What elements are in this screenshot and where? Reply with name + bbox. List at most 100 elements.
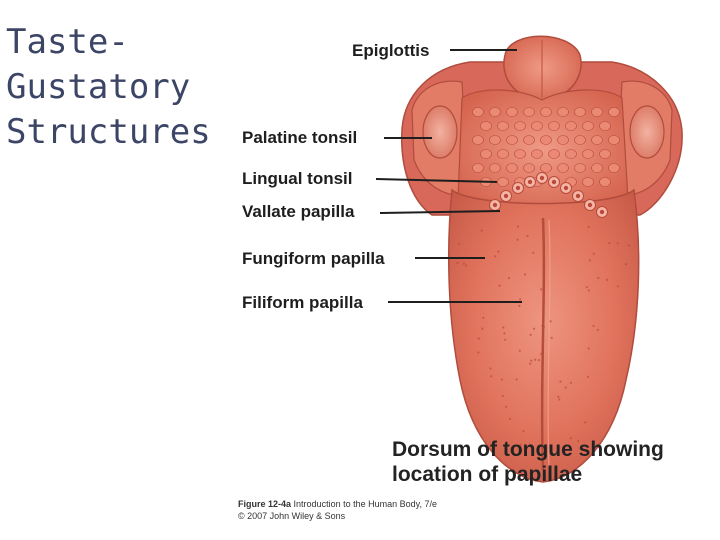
lingual-tonsil-bump xyxy=(480,121,492,131)
fungiform-dot xyxy=(500,378,503,381)
vallate-papilla-center xyxy=(527,179,533,185)
fungiform-dot xyxy=(532,251,535,254)
vallate-papilla-center xyxy=(599,209,605,215)
fungiform-dot xyxy=(557,395,560,398)
fungiform-dot xyxy=(524,273,527,276)
lingual-tonsil-bump xyxy=(506,135,518,145)
fungiform-dot xyxy=(465,264,468,267)
fungiform-dot xyxy=(458,242,461,245)
fungiform-dot xyxy=(515,378,518,381)
fungiform-dot xyxy=(526,234,529,238)
fungiform-dot xyxy=(522,430,525,433)
lingual-tonsil-bump xyxy=(574,107,586,117)
credit-line-1: Figure 12-4a Introduction to the Human B… xyxy=(238,498,437,510)
fungiform-dot xyxy=(480,229,483,232)
lingual-tonsil-bump xyxy=(557,107,569,117)
credit-figure-number: Figure 12-4a xyxy=(238,499,292,509)
lingual-tonsil-bump xyxy=(557,163,569,173)
label-palatine-tonsil: Palatine tonsil xyxy=(242,128,358,147)
lingual-tonsil-bump xyxy=(514,149,526,159)
fungiform-dot xyxy=(541,324,544,327)
fungiform-dot xyxy=(532,327,536,330)
lingual-tonsil-bump xyxy=(506,107,518,117)
lingual-tonsil-bump xyxy=(489,107,501,117)
credit-copyright: © 2007 John Wiley & Sons xyxy=(238,511,346,521)
fungiform-dot xyxy=(540,352,543,355)
fungiform-dot xyxy=(617,285,620,288)
leader-lingual-tonsil xyxy=(375,178,498,183)
fungiform-dot xyxy=(577,439,580,443)
fungiform-dot xyxy=(588,259,592,262)
lingual-tonsil-bump xyxy=(472,163,484,173)
lingual-tonsil-bump xyxy=(591,107,603,117)
lingual-tonsil-bump xyxy=(506,163,518,173)
fungiform-dot xyxy=(534,358,537,361)
lingual-tonsil-bump xyxy=(565,149,577,159)
fungiform-dot xyxy=(592,252,595,255)
fungiform-dot xyxy=(585,286,588,289)
fungiform-dot xyxy=(529,443,532,446)
fungiform-dot xyxy=(482,316,485,319)
fungiform-dot xyxy=(477,337,480,340)
lingual-tonsil-bump xyxy=(599,177,611,187)
leader-vallate-papilla xyxy=(379,210,501,214)
fungiform-dot xyxy=(596,328,600,331)
lingual-tonsil-bump xyxy=(574,163,586,173)
fungiform-dot xyxy=(592,324,595,327)
fungiform-dot xyxy=(549,320,552,323)
lingual-tonsil-bump xyxy=(565,121,577,131)
lingual-tonsil-bump xyxy=(540,163,552,173)
fungiform-dot xyxy=(605,278,609,281)
vallate-papilla-center xyxy=(515,185,521,191)
label-lingual-tonsil: Lingual tonsil xyxy=(242,169,353,188)
lingual-tonsil-bump xyxy=(599,121,611,131)
lingual-tonsil-bump xyxy=(548,149,560,159)
lingual-tonsil-bump xyxy=(472,135,484,145)
fungiform-dot xyxy=(519,443,522,446)
lingual-tonsil-bump xyxy=(489,135,501,145)
fungiform-dot xyxy=(627,244,630,247)
label-vallate-papilla: Vallate papilla xyxy=(242,202,355,221)
fungiform-dot xyxy=(519,298,522,301)
title-line-3: Structures xyxy=(6,112,211,152)
lingual-tonsil-bump xyxy=(574,135,586,145)
fungiform-dot xyxy=(530,359,533,362)
lingual-tonsil-bump xyxy=(514,121,526,131)
fungiform-dot xyxy=(462,262,465,265)
fungiform-dot xyxy=(587,347,590,350)
fungiform-dot xyxy=(494,255,497,258)
lingual-tonsil-bump xyxy=(582,149,594,159)
fungiform-dot xyxy=(550,336,553,339)
lingual-tonsil-bump xyxy=(480,149,492,159)
lingual-tonsil-bump xyxy=(531,121,543,131)
title-line-2: Gustatory xyxy=(6,67,191,107)
caption-line-1: Dorsum of tongue showing xyxy=(392,438,664,461)
lingual-tonsil-bump xyxy=(608,163,620,173)
fungiform-dot xyxy=(569,381,573,384)
label-fungiform-papilla: Fungiform papilla xyxy=(242,249,385,268)
fungiform-dot xyxy=(477,351,480,354)
lingual-tonsil-bump xyxy=(599,149,611,159)
fungiform-dot xyxy=(502,326,505,329)
fungiform-dot xyxy=(504,405,508,408)
caption-line-2: location of papillae xyxy=(392,463,583,486)
fungiform-dot xyxy=(497,250,500,253)
lingual-tonsil-bump xyxy=(591,135,603,145)
fungiform-dot xyxy=(529,362,532,365)
lingual-tonsil-bump xyxy=(497,177,509,187)
fungiform-dots xyxy=(456,225,630,446)
fungiform-dot xyxy=(584,421,587,424)
vallate-papilla-center xyxy=(492,202,498,208)
fungiform-dot xyxy=(503,332,506,335)
fungiform-dot xyxy=(624,263,628,266)
fungiform-dot xyxy=(586,375,590,378)
fungiform-dot xyxy=(481,327,484,330)
vallate-papillae xyxy=(489,172,608,218)
lingual-tonsil-bump xyxy=(582,177,594,187)
fungiform-dot xyxy=(489,367,492,370)
credit-source: Introduction to the Human Body, 7/e xyxy=(293,499,437,509)
fungiform-dot xyxy=(516,238,519,241)
lingual-tonsil-bump xyxy=(548,121,560,131)
palatine-tonsil-left-shape xyxy=(422,105,458,159)
